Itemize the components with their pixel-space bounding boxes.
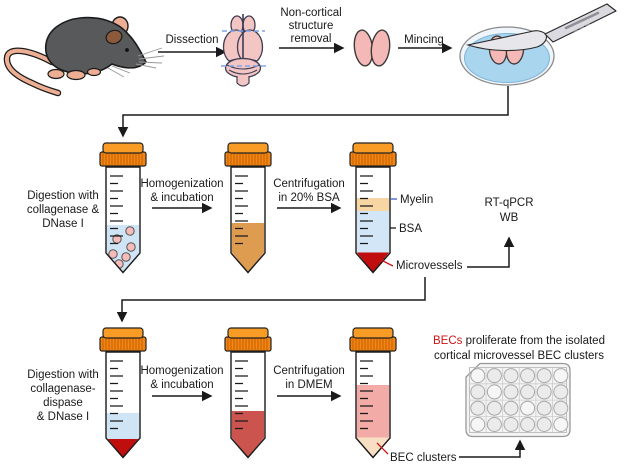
svg-text:collagenase &: collagenase & [27,204,100,216]
mid-digestion-label: Digestion with collagenase & DNase I [27,190,100,230]
svg-text:WB: WB [500,212,519,224]
tube-bsa-gradient [349,142,397,274]
myelin-layer [356,198,390,211]
svg-text:Centrifugation: Centrifugation [273,178,345,190]
noncortical-label: Non-cortical structure removal [280,7,341,45]
tube-cap [99,327,147,352]
tube-homogenate-red [224,327,272,459]
svg-text:Centrifugation: Centrifugation [273,365,345,377]
mid-homogenization-label: Homogenization & incubation [140,178,223,204]
homogenate-liquid [231,411,265,458]
proliferate-caption-line1: BECs proliferate from the isolated [433,335,605,347]
svg-text:Digestion with: Digestion with [27,369,99,381]
dissection-label: Dissection [165,34,218,46]
tube-cap [349,327,397,352]
microvessel-pellet [356,252,390,273]
cerebellum [224,57,262,79]
connector-mincing-to-digestion [117,86,509,138]
tube-cap [224,327,272,352]
tube-homogenate-tan [224,142,272,274]
well-plate-illustration [465,362,571,438]
bsa-label: BSA [399,223,422,235]
mouse-body [44,16,147,75]
svg-text:RT-qPCR: RT-qPCR [485,197,534,209]
microvessels-label: Microvessels [396,260,463,272]
connector-microvessels-to-digestion2 [116,277,426,323]
svg-text:structure: structure [289,20,334,32]
bec-pellet [356,437,390,458]
svg-text:Digestion with: Digestion with [27,190,99,202]
tube-dmem-bec [349,327,397,459]
tube-digestion-dispase [99,327,147,459]
brainstem [236,76,250,87]
bec-to-plate-arrow [459,439,526,458]
mouse-whiskers [107,47,165,78]
homogenate-liquid [231,223,265,273]
svg-text:& incubation: & incubation [150,192,213,204]
microvessels-to-analysis-arrow [467,236,515,268]
bec-clusters-leader [376,442,389,455]
tube-cap [99,142,147,167]
svg-text:Homogenization: Homogenization [140,365,223,377]
mouse-illustration [3,16,165,97]
svg-text:& DNase I: & DNase I [37,411,89,423]
svg-text:removal: removal [291,33,332,45]
hemispheres-illustration [353,29,391,67]
proliferate-caption-line2: cortical microvessel BEC clusters [434,350,604,362]
svg-text:& incubation: & incubation [150,379,213,391]
microvessels-leader [380,259,394,267]
svg-text:DNase I: DNase I [42,218,84,230]
red-pellet [106,439,140,458]
svg-text:Non-cortical: Non-cortical [280,7,341,19]
bec-clusters-label: BEC clusters [390,452,457,464]
myelin-label: Myelin [400,194,433,206]
tube-cap [224,142,272,167]
bottom-centrifugation-label: Centrifugation in DMEM [273,365,345,391]
bottom-digestion-label: Digestion with collagenase- dispase & DN… [27,369,99,423]
bsa-layer [356,211,390,253]
mid-centrifugation-label: Centrifugation in 20% BSA [273,178,345,204]
mouse-ear-inner [105,29,123,45]
brain-dorsal-illustration [221,14,266,87]
svg-text:collagenase-: collagenase- [30,383,95,395]
mincing-label: Mincing [404,34,444,46]
scalpel-illustration [465,3,617,52]
svg-text:in DMEM: in DMEM [285,379,332,391]
bottom-homogenization-label: Homogenization & incubation [140,365,223,391]
svg-text:dispase: dispase [43,397,83,409]
analysis-label: RT-qPCR WB [485,197,534,224]
tube-cap [349,142,397,167]
svg-text:in 20% BSA: in 20% BSA [278,192,340,204]
mouse-eye [125,48,129,52]
wells [470,368,569,432]
svg-text:Homogenization: Homogenization [140,178,223,190]
tube-digestion-collagenase [99,142,147,274]
